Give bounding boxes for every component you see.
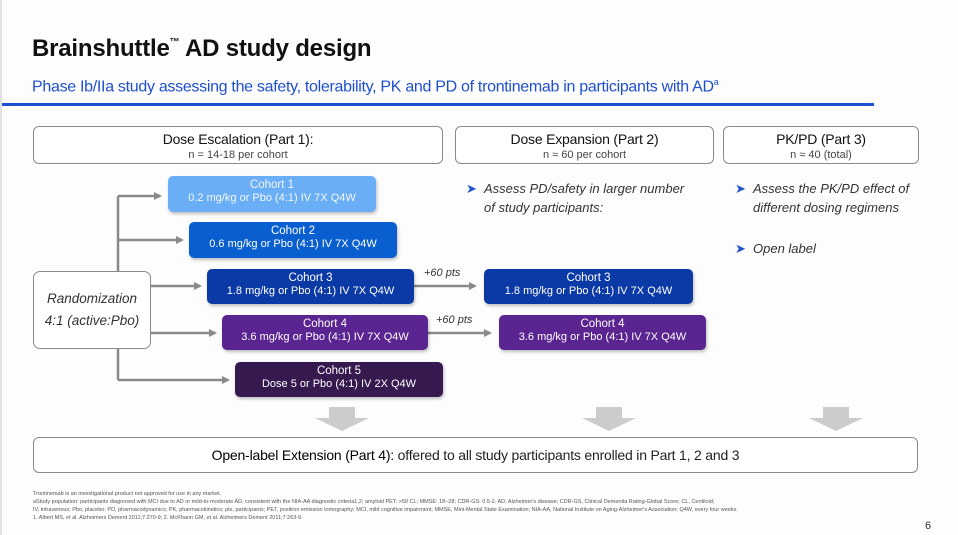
phase-n: n = 14-18 per cohort (188, 149, 288, 161)
pts-label-cohort4: +60 pts (436, 314, 473, 326)
down-arrow-part1-icon (315, 407, 369, 431)
slide-title: Brainshuttle™ AD study design (32, 35, 372, 62)
bullet-text: Assess PD/safety in larger number (484, 181, 685, 196)
cohort-dose: 0.6 mg/kg or Pbo (4:1) IV 7X Q4W (209, 238, 377, 250)
bullet-text: different dosing regimens (753, 200, 899, 215)
cohort-dose: 3.6 mg/kg or Pbo (4:1) IV 7X Q4W (241, 331, 409, 343)
cohort-dose: Dose 5 or Pbo (4:1) IV 2X Q4W (261, 378, 417, 390)
cohort-name: Cohort 3 (566, 272, 611, 284)
cohort-5-box: Cohort 5 Dose 5 or Pbo (4:1) IV 2X Q4W (235, 362, 443, 397)
randomization-label: Randomization (46, 291, 138, 306)
bullet-text: of study participants: (484, 200, 604, 215)
title-rule (2, 103, 874, 106)
extension-box: Open-label Extension (Part 4): offered t… (33, 437, 918, 473)
cohort-dose: 1.8 mg/kg or Pbo (4:1) IV 7X Q4W (226, 285, 395, 297)
phase-header-part3: PK/PD (Part 3) n ≈ 40 (total) (723, 126, 919, 164)
cohort-name: Cohort 5 (316, 365, 362, 377)
slide-edge (0, 0, 2, 535)
cohort-name: Cohort 4 (302, 318, 348, 330)
cohort-1-box: Cohort 1 0.2 mg/kg or Pbo (4:1) IV 7X Q4… (168, 176, 376, 212)
page-number: 6 (925, 520, 932, 532)
expansion-cohort-3-box: Cohort 3 1.8 mg/kg or Pbo (4:1) IV 7X Q4… (484, 269, 693, 304)
phase-header-part1: Dose Escalation (Part 1): n = 14-18 per … (33, 126, 443, 164)
arrow-bullet-icon: ➤ (466, 181, 477, 196)
footnotes: Trontinemab is an investigational produc… (33, 490, 913, 522)
footnote: Trontinemab is an investigational produc… (33, 491, 222, 497)
bullet-text: Open label (753, 241, 816, 256)
footnote: IV, intravenous; Pbo, placebo; PD, pharm… (33, 507, 738, 513)
phase-n: n ≈ 60 per cohort (542, 149, 627, 161)
phase-n: n ≈ 40 (total) (790, 149, 852, 161)
down-arrow-part2-icon (582, 407, 636, 431)
cohort-name: Cohort 2 (270, 225, 316, 237)
arrow-bullet-icon: ➤ (735, 181, 746, 196)
phase-header-part2: Dose Expansion (Part 2) n ≈ 60 per cohor… (455, 126, 714, 164)
randomization-box: Randomization 4:1 (active:Pbo) (33, 271, 151, 349)
extension-text: offered to all study participants enroll… (393, 447, 740, 463)
cohort-4-box: Cohort 4 3.6 mg/kg or Pbo (4:1) IV 7X Q4… (222, 315, 428, 350)
cohort-dose: 1.8 mg/kg or Pbo (4:1) IV 7X Q4W (504, 285, 673, 297)
cohort-dose: 0.2 mg/kg or Pbo (4:1) IV 7X Q4W (188, 192, 356, 204)
expansion-cohort-4-box: Cohort 4 3.6 mg/kg or Pbo (4:1) IV 7X Q4… (499, 315, 706, 350)
pts-label-cohort3: +60 pts (424, 267, 461, 279)
cohort-2-box: Cohort 2 0.6 mg/kg or Pbo (4:1) IV 7X Q4… (189, 222, 397, 258)
randomization-ratio: 4:1 (active:Pbo) (44, 313, 140, 328)
cohort-name: Cohort 4 (580, 318, 625, 330)
bullet-part2: ➤ Assess PD/safety in larger number of s… (466, 179, 685, 217)
cohort-dose: 3.6 mg/kg or Pbo (4:1) IV 7X Q4W (518, 331, 687, 343)
phase-title: Dose Escalation (Part 1): (162, 131, 314, 147)
phase-title: Dose Expansion (Part 2) (510, 131, 659, 147)
footnote: 1. Albert MS, et al. Alzheimers Dement 2… (33, 515, 303, 521)
cohort-3-box: Cohort 3 1.8 mg/kg or Pbo (4:1) IV 7X Q4… (207, 269, 414, 304)
extension-title: Open-label Extension (Part 4): (211, 447, 395, 463)
slide-subtitle: Phase Ib/IIa study assessing the safety,… (32, 77, 719, 96)
cohort-name: Cohort 3 (288, 272, 333, 284)
phase-title: PK/PD (Part 3) (776, 131, 866, 147)
cohort-name: Cohort 1 (249, 179, 295, 191)
bullet-text: Assess the PK/PD effect of (753, 181, 910, 196)
footnote: aStudy population: participants diagnose… (33, 499, 715, 505)
arrow-bullet-icon: ➤ (735, 241, 746, 256)
down-arrow-part3-icon (809, 407, 863, 431)
bullet-part3-open-label: ➤ Open label (735, 239, 816, 258)
bullet-part3-pkpd: ➤ Assess the PK/PD effect of different d… (735, 179, 910, 217)
